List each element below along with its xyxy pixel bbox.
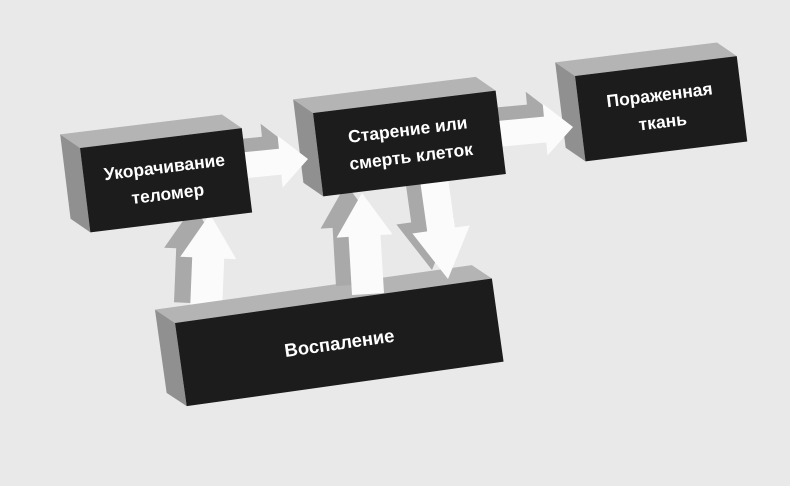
arrow-cell-senescence-to-inflammation-body bbox=[412, 177, 470, 279]
node-telomere-shortening: Укорачивание теломер bbox=[80, 128, 253, 233]
node-damaged-tissue-label-line2: ткань bbox=[637, 108, 688, 135]
node-damaged-tissue: Пораженная ткань bbox=[575, 56, 748, 162]
node-inflammation-label: Воспаление bbox=[282, 324, 396, 361]
arrow-inflammation-to-telomere-shortening-body bbox=[180, 214, 237, 313]
arrow-inflammation-to-cell-senescence-shadow bbox=[320, 184, 377, 286]
